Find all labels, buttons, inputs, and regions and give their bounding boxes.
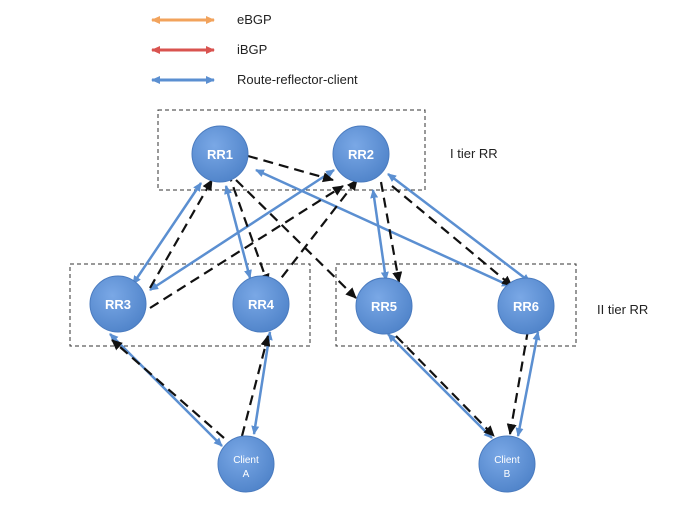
- node-rr5-label: RR5: [371, 299, 397, 314]
- node-rr2-circle: [332, 125, 390, 183]
- path-rr3-rr2: [149, 185, 344, 309]
- path-clientA-rr4: [240, 335, 271, 437]
- node-rr6: RR6: [497, 277, 555, 335]
- node-client-b-label-line1: Client: [494, 455, 520, 466]
- link-rr2-rr3: [149, 168, 335, 292]
- client-links: [109, 168, 541, 447]
- tier1-label: I tier RR: [450, 146, 498, 161]
- path-rr4-rr2: [271, 179, 358, 291]
- node-client-b-label-line2: B: [504, 469, 511, 480]
- node-client-a-label-line2: A: [243, 469, 250, 480]
- node-client-b-circle: [478, 435, 536, 493]
- link-rr5-clientB: [387, 333, 493, 439]
- link-rr4-clientA: [251, 331, 273, 435]
- link-rr1-rr3: [131, 182, 203, 285]
- path-rr1-rr2: [247, 154, 334, 183]
- node-rr1: RR1: [191, 125, 249, 183]
- link-rr2-rr5: [370, 189, 389, 281]
- node-rr6-circle: [497, 277, 555, 335]
- link-rr3-clientA: [109, 333, 223, 447]
- path-rr2-rr6: [391, 185, 513, 287]
- path-rr5-clientB: [395, 335, 495, 437]
- node-rr1-label: RR1: [207, 147, 233, 162]
- path-rr1-rr5: [235, 179, 357, 299]
- node-rr5-circle: [355, 277, 413, 335]
- legend-ebgp-label: eBGP: [237, 12, 272, 27]
- node-client-a-circle: [217, 435, 275, 493]
- node-rr4-circle: [232, 275, 290, 333]
- node-rr6-label: RR6: [513, 299, 539, 314]
- path-rr2-rr5: [379, 181, 403, 283]
- path-rr3-rr1: [149, 179, 213, 289]
- node-rr3: RR3: [89, 275, 147, 333]
- node-rr2: RR2: [332, 125, 390, 183]
- link-rr6-clientB: [515, 331, 541, 437]
- node-rr2-label: RR2: [348, 147, 374, 162]
- legend: eBGP iBGP Route-reflector-client: [151, 12, 358, 87]
- node-client-a: Client A: [217, 435, 275, 493]
- legend-rrc-label: Route-reflector-client: [237, 72, 358, 87]
- node-client-b: Client B: [478, 435, 536, 493]
- link-rr2-rr6: [387, 173, 531, 283]
- update-paths: [111, 154, 530, 439]
- node-rr3-label: RR3: [105, 297, 131, 312]
- node-rr3-circle: [89, 275, 147, 333]
- node-rr1-circle: [191, 125, 249, 183]
- tier1-box: [157, 109, 426, 191]
- node-rr5: RR5: [355, 277, 413, 335]
- node-rr4: RR4: [232, 275, 290, 333]
- legend-ibgp-label: iBGP: [237, 42, 267, 57]
- node-rr4-label: RR4: [248, 297, 275, 312]
- path-clientA-rr3: [111, 339, 225, 439]
- path-rr6-clientB: [506, 329, 530, 435]
- tier2-label: II tier RR: [597, 302, 648, 317]
- node-client-a-label-line1: Client: [233, 455, 259, 466]
- path-rr1-rr4: [226, 171, 270, 285]
